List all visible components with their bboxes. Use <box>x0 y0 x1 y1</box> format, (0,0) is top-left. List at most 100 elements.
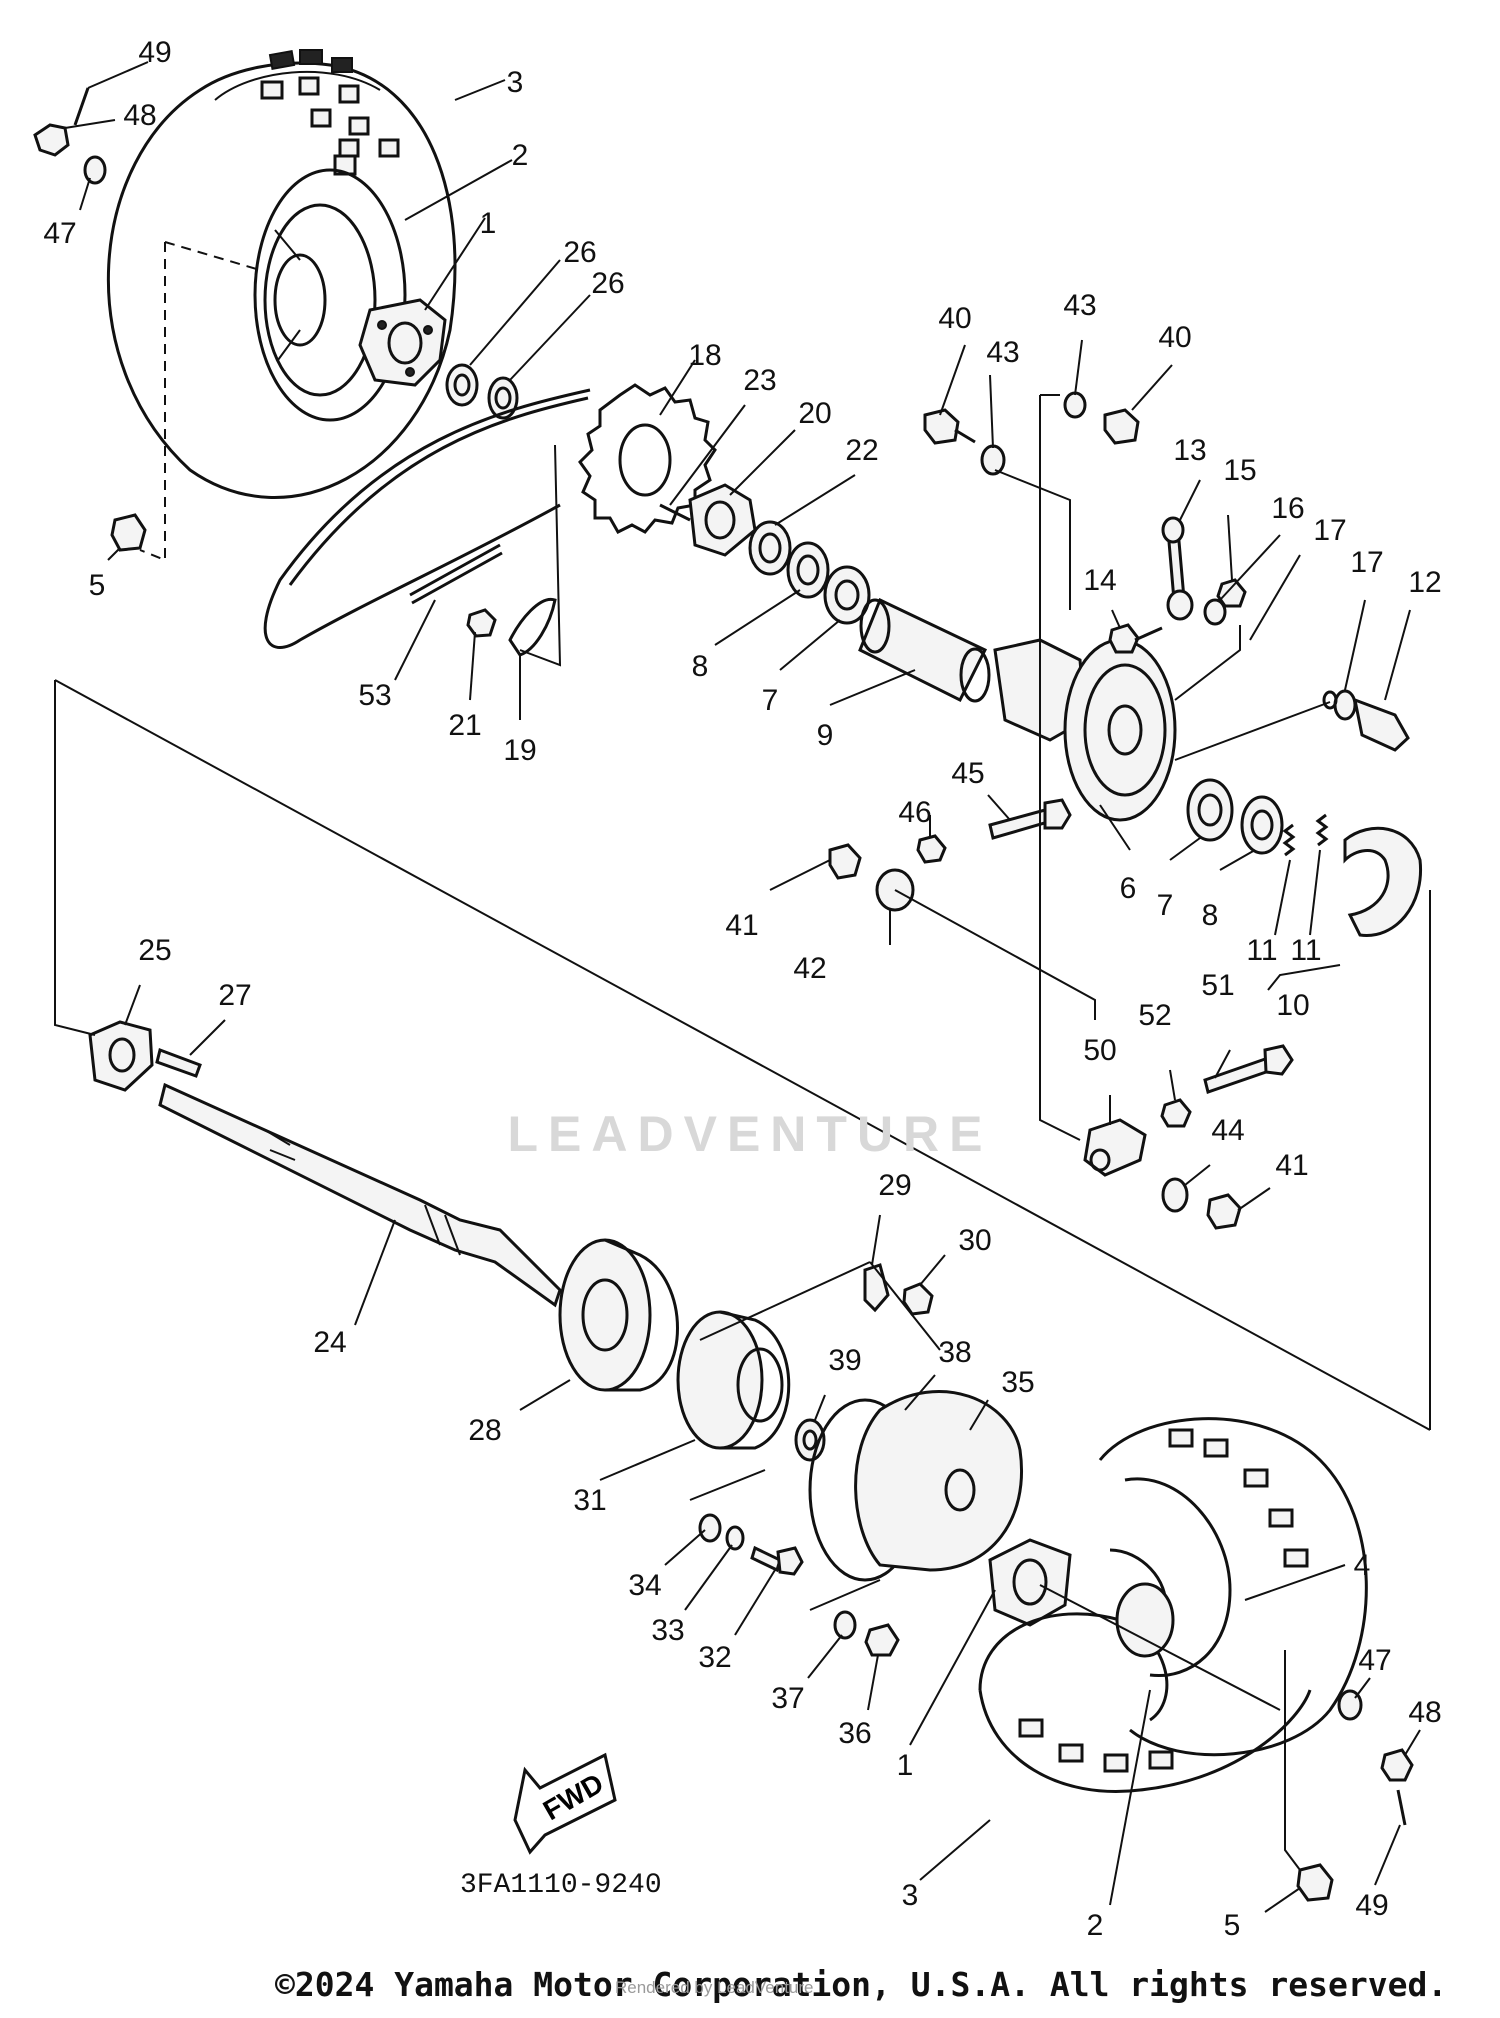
callout-12: 12 <box>1408 566 1441 599</box>
callout-40: 40 <box>938 302 971 335</box>
rendered-by-note: Rendered by LeadVenture <box>615 1978 814 1997</box>
axle-housing-6 <box>993 638 1177 822</box>
callout-11: 11 <box>1246 934 1277 967</box>
callout-1: 1 <box>480 207 497 240</box>
callout-39: 39 <box>828 1344 861 1377</box>
callout-37: 37 <box>771 1682 804 1715</box>
wheel-rim-bottom <box>1109 1477 1232 1678</box>
tire-top <box>106 61 457 499</box>
bolt-14 <box>1108 623 1163 654</box>
callout-4: 4 <box>1354 1549 1371 1582</box>
callout-15: 15 <box>1223 454 1256 487</box>
assembly-lines <box>54 241 1431 1871</box>
leader-lines <box>64 61 1421 1913</box>
callout-53: 53 <box>358 679 391 712</box>
sprocket-18 <box>578 383 717 534</box>
bracket-50-bolt-51-nut-52 <box>1083 1044 1294 1177</box>
callout-45: 45 <box>951 757 984 790</box>
callout-47: 47 <box>1358 1644 1391 1677</box>
callout-14: 14 <box>1083 564 1116 597</box>
callout-24: 24 <box>313 1326 346 1359</box>
callout-41: 41 <box>725 909 758 942</box>
washer-47-nut-48-valve-49-bottom <box>1337 1689 1414 1826</box>
callout-27: 27 <box>218 979 251 1012</box>
callout-42: 42 <box>793 952 826 985</box>
hub-25-stud-27 <box>88 1020 202 1092</box>
callout-2: 2 <box>512 139 529 172</box>
sprocket-hub-20 <box>688 483 757 557</box>
washer-37-bolt-36 <box>833 1610 900 1657</box>
callout-36: 36 <box>838 1717 871 1750</box>
callout-6: 6 <box>1120 872 1137 905</box>
callout-3: 3 <box>507 66 524 99</box>
fwd-label: FWD <box>538 1767 609 1826</box>
seal-22 <box>748 520 792 576</box>
callout-38: 38 <box>938 1336 971 1369</box>
copyright-notice: ©2024 Yamaha Motor Corporation, U.S.A. A… <box>275 1965 1448 2004</box>
springs-11-shoes-10 <box>1282 813 1423 937</box>
callout-10: 10 <box>1276 989 1309 1022</box>
callout-26: 26 <box>591 267 624 300</box>
callout-7: 7 <box>762 684 779 717</box>
bolts-23 <box>659 503 691 522</box>
callout-19: 19 <box>503 734 536 767</box>
washer-44-bolt-41-lower <box>1161 1177 1242 1230</box>
callout-46: 46 <box>898 796 931 829</box>
callout-11: 11 <box>1290 934 1321 967</box>
brake-cover-35-oring-38 <box>808 1389 1023 1582</box>
rear-axle-24 <box>158 1082 562 1308</box>
callout-32: 32 <box>698 1641 731 1674</box>
lever-13-nut-15-pin-16 <box>1161 516 1247 626</box>
diagram-code: 3FA1110-9240 <box>460 1870 662 1901</box>
callout-40: 40 <box>1158 321 1191 354</box>
callout-26: 26 <box>563 236 596 269</box>
callout-49: 49 <box>1355 1889 1388 1922</box>
callout-13: 13 <box>1173 434 1206 467</box>
callout-22: 22 <box>845 434 878 467</box>
callout-50: 50 <box>1083 1034 1116 1067</box>
tire-tread-bottom <box>1018 1428 1309 1773</box>
callout-48: 48 <box>123 99 156 132</box>
callout-20: 20 <box>798 397 831 430</box>
hub-28-clip-29-nut-30 <box>558 1238 934 1392</box>
callout-28: 28 <box>468 1414 501 1447</box>
hub-1-top <box>358 298 447 387</box>
callout-8: 8 <box>692 650 709 683</box>
nut-5-bottom <box>1296 1863 1334 1902</box>
callout-7: 7 <box>1157 889 1174 922</box>
callout-16: 16 <box>1271 492 1304 525</box>
nut-5-top <box>110 513 147 552</box>
callout-2: 2 <box>1087 1909 1104 1942</box>
collar-9 <box>858 597 991 703</box>
callout-52: 52 <box>1138 999 1171 1032</box>
bolts-40-washers-43 <box>923 391 1140 476</box>
tire-tread-top <box>260 49 400 176</box>
callout-43: 43 <box>986 336 1019 369</box>
callout-8: 8 <box>1202 899 1219 932</box>
callout-labels: 49 48 47 3 2 1 26 26 5 18 23 20 22 53 21… <box>43 36 1441 1942</box>
washer-34-lock-33-bolt-32 <box>698 1513 804 1576</box>
master-link-53 <box>409 543 503 605</box>
callout-41: 41 <box>1275 1149 1308 1182</box>
bearings-8-7-top <box>786 541 871 625</box>
callout-33: 33 <box>651 1614 684 1647</box>
nut-21-plate-19 <box>466 597 557 657</box>
callout-3: 3 <box>902 1879 919 1912</box>
callout-44: 44 <box>1211 1114 1244 1147</box>
callout-47: 47 <box>43 217 76 250</box>
callout-30: 30 <box>958 1224 991 1257</box>
callout-43: 43 <box>1063 289 1096 322</box>
bolt-45-nut-46-bolt-41-collar-42 <box>828 798 1072 912</box>
callout-9: 9 <box>817 719 834 752</box>
forward-arrow: FWD <box>513 1752 617 1855</box>
camshaft-12-clips-17 <box>1322 689 1410 752</box>
watermark: LEADVENTURE <box>507 1106 993 1162</box>
drive-chain <box>263 388 591 649</box>
drum-31 <box>676 1310 791 1450</box>
callout-48: 48 <box>1408 1696 1441 1729</box>
hub-1-lower <box>988 1538 1072 1627</box>
callout-31: 31 <box>573 1484 606 1517</box>
callout-1: 1 <box>897 1749 914 1782</box>
valve-49-nut-48-washer-47 <box>33 87 107 185</box>
